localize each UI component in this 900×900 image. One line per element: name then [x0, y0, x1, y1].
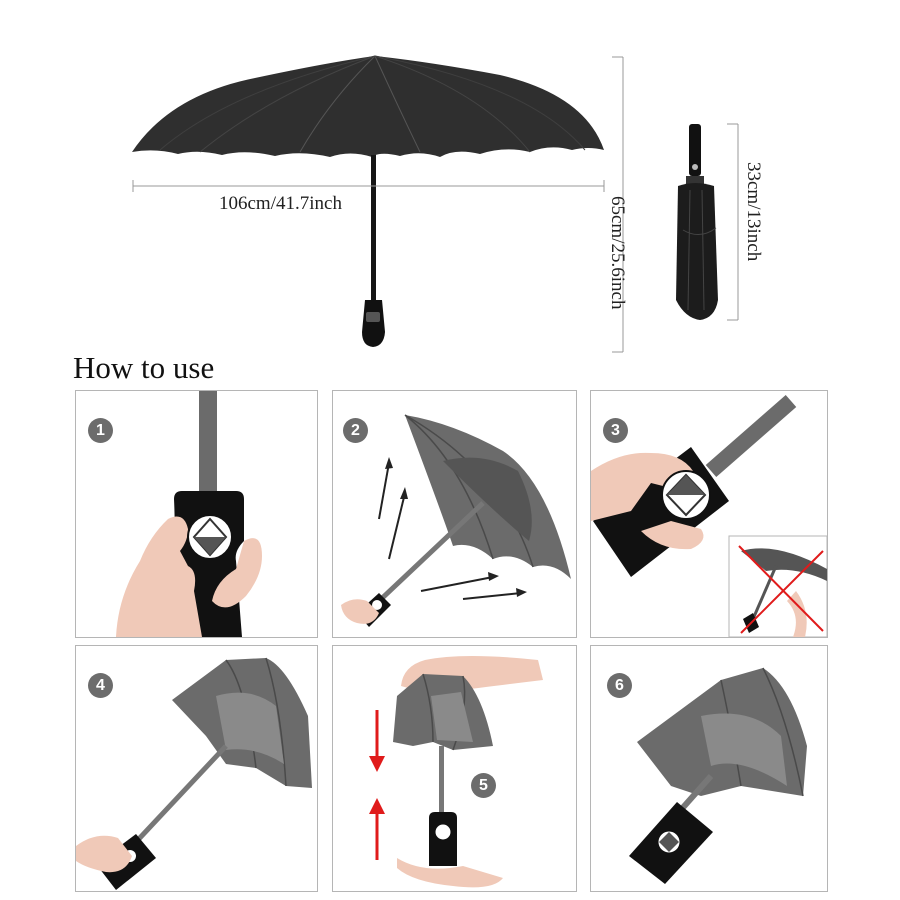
- step-badge-5: 5: [471, 773, 496, 798]
- step-panel-1: 1: [75, 390, 318, 638]
- step-1-illustration: [116, 391, 262, 637]
- step-5-illustration: [369, 656, 543, 888]
- open-umbrella-illustration: [132, 55, 739, 353]
- step-badge-1: 1: [88, 418, 113, 443]
- step-badge-4: 4: [88, 673, 113, 698]
- step-6-illustration: [629, 667, 807, 884]
- step-badge-6: 6: [607, 673, 632, 698]
- step-panel-6: 6: [590, 645, 828, 892]
- step-3-illustration: [591, 394, 827, 637]
- step-panel-3: 3: [590, 390, 828, 638]
- step-2-illustration: [341, 414, 571, 627]
- step-badge-3: 3: [603, 418, 628, 443]
- step-badge-2: 2: [343, 418, 368, 443]
- section-title: How to use: [73, 350, 215, 385]
- step-4-illustration: [76, 657, 312, 890]
- step-panel-4: 4: [75, 645, 318, 892]
- folded-length-label: 33cm/13inch: [743, 162, 764, 262]
- step-panel-5: 5: [332, 645, 577, 892]
- open-width-label: 106cm/41.7inch: [219, 193, 342, 214]
- open-height-label: 65cm/25.6inch: [607, 196, 628, 310]
- step-panel-2: 2: [332, 390, 577, 638]
